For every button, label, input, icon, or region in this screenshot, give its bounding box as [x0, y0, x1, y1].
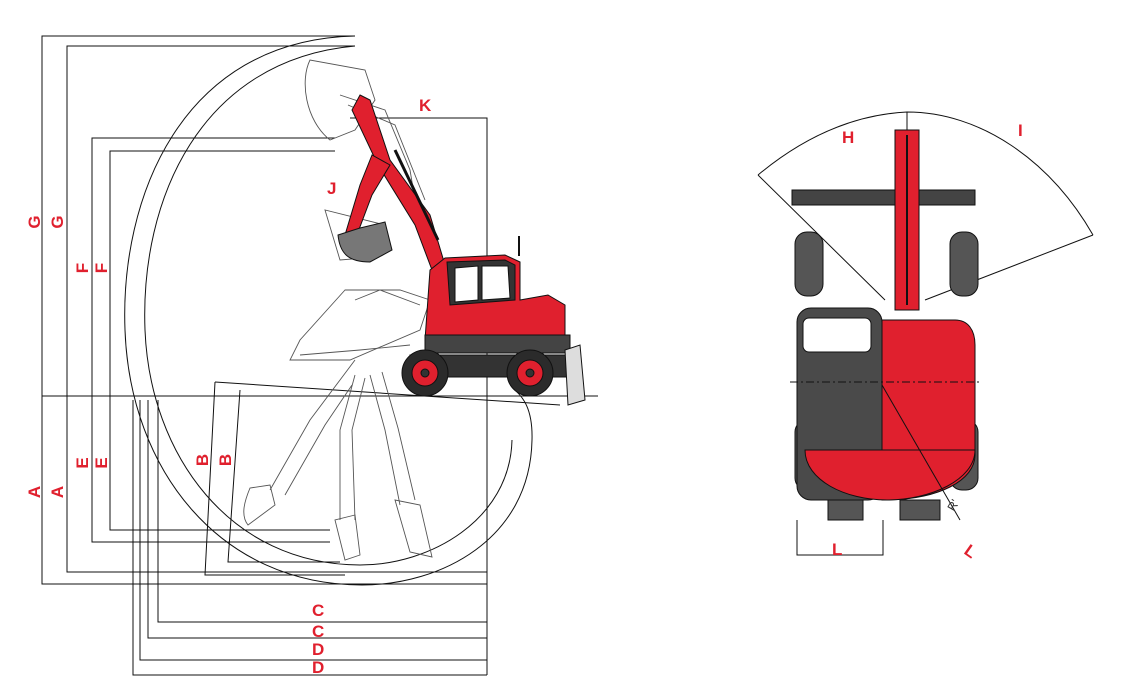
label-j: J [327, 179, 336, 198]
arm-ghost-outlines [243, 59, 433, 561]
label-b-outer: B [193, 454, 212, 466]
label-b-inner: B [216, 454, 235, 466]
top-radius-line [881, 384, 961, 521]
boom [337, 94, 446, 271]
dimension-labels: G G F F E E A A B B K J C C D D H I L L [25, 96, 1023, 677]
dim-line-c-inner [147, 400, 487, 639]
reach-arc-outer [124, 35, 533, 586]
excavator-side-view [41, 35, 598, 676]
dim-line-b-outer [204, 381, 345, 576]
label-f-outer: F [73, 263, 92, 273]
dim-line-d-inner [132, 400, 487, 676]
swing-arc [757, 111, 1094, 236]
label-e-inner: E [92, 457, 111, 468]
label-d-inner: D [312, 658, 324, 677]
label-c-outer: C [312, 601, 324, 620]
top-rear-right [899, 499, 941, 521]
label-l-width: L [832, 540, 842, 559]
dim-line-l [796, 520, 884, 556]
label-l-radius: L [961, 541, 980, 563]
label-r-prime: R' [944, 497, 962, 513]
label-d-outer: D [312, 640, 324, 659]
label-g-outer: G [25, 215, 44, 228]
top-dozer-blade [791, 189, 976, 206]
label-a-inner: A [48, 486, 67, 498]
dim-line-g-outer [41, 35, 487, 585]
dim-line-b-inner [227, 389, 340, 563]
dim-line-c-outer [157, 400, 487, 623]
dim-line-b-top [214, 381, 561, 406]
label-a-outer: A [25, 486, 44, 498]
dim-line-f-outer [91, 137, 335, 543]
dim-line-f-inner [109, 150, 335, 531]
label-g-inner: G [48, 215, 67, 228]
dim-line-k [350, 117, 488, 675]
excavator-top-view [757, 111, 1094, 556]
wheels [401, 349, 554, 397]
label-c-inner: C [312, 622, 324, 641]
reach-arc-inner [144, 45, 513, 566]
label-e-outer: E [73, 457, 92, 468]
top-cab-window [802, 317, 872, 353]
dim-line-g-inner [66, 45, 487, 573]
top-rear-left [827, 499, 864, 521]
dim-line-d-outer [139, 400, 487, 661]
dozer-blade [564, 344, 586, 406]
label-h: H [842, 128, 854, 147]
label-k: K [419, 96, 432, 115]
label-f-inner: F [92, 263, 111, 273]
label-i: I [1018, 121, 1023, 140]
top-counterweight [804, 449, 976, 501]
